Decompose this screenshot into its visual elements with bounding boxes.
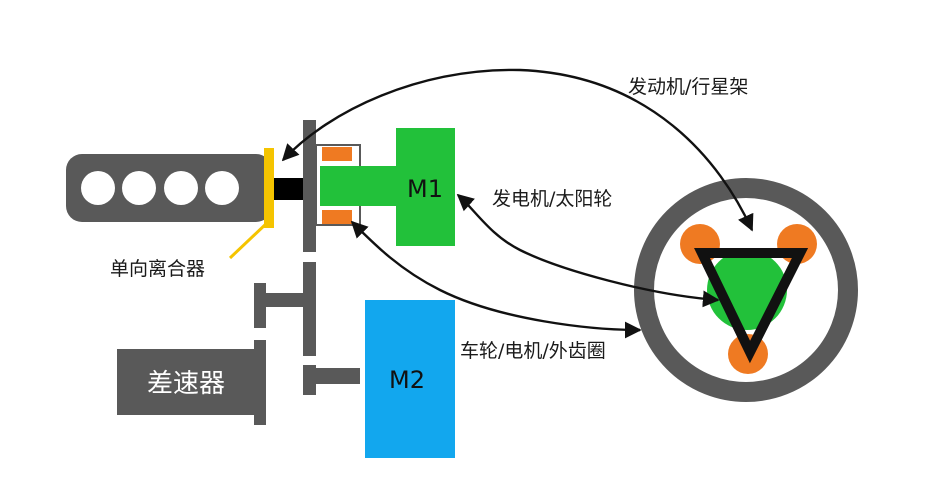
label-one-way-clutch: 单向离合器 [110, 258, 206, 280]
one-way-clutch [264, 148, 274, 228]
upper-bracket [254, 283, 304, 328]
arrow-ring-to-m1 [350, 220, 642, 339]
differential [117, 349, 255, 415]
connection-arrows [281, 68, 754, 339]
label-generator-sun: 发电机/太阳轮 [492, 188, 613, 210]
differential-label: 差速器 [147, 369, 225, 399]
m2-label: M2 [389, 366, 425, 394]
label-wheel-motor-ring: 车轮/电机/外齿圈 [460, 340, 606, 362]
differential-shaft [254, 340, 360, 425]
arrow-carrier-to-engine [281, 68, 754, 232]
engine-cylinders-icon [66, 154, 272, 222]
label-engine-carrier: 发动机/行星架 [628, 76, 749, 98]
